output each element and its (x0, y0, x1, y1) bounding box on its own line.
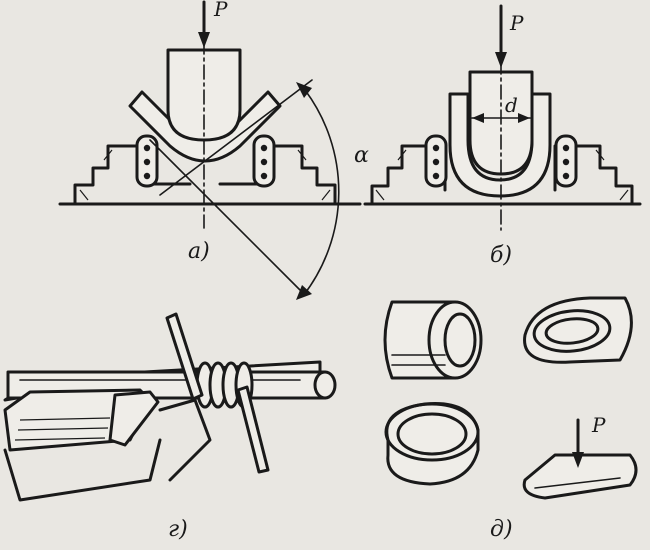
wire-lower-end (236, 385, 270, 474)
caption-a: а) (188, 239, 210, 264)
diameter-arrow-right (518, 113, 530, 123)
caption-d: д) (490, 517, 513, 542)
roller-left-b (424, 134, 448, 188)
diameter-label: d (505, 93, 518, 117)
ring-front (384, 402, 480, 486)
flat-plate (522, 453, 638, 500)
force-label-d: P (591, 413, 606, 437)
roller-right-b (554, 134, 578, 188)
figure-g-wire-winding: г) (3, 312, 337, 542)
angle-ray-upper (159, 79, 313, 196)
ring-sleeve (383, 300, 483, 380)
wire-upper-end (165, 312, 204, 401)
force-arrowhead-a (198, 32, 210, 48)
die-right-a (218, 144, 337, 206)
angle-arrowhead-bottom (296, 285, 312, 300)
figure-b-u-bending: P d б) (363, 4, 642, 268)
angle-label: α (354, 143, 369, 168)
vise-jaw-face (108, 390, 160, 447)
force-label-b: P (509, 11, 524, 35)
angle-arrowhead-top (296, 82, 312, 98)
roller-left-a (135, 134, 159, 188)
die-left-a (73, 144, 192, 206)
oval-ring (523, 296, 633, 364)
force-arrowhead-d (572, 452, 584, 468)
caption-b: б) (490, 243, 512, 268)
angle-arc (302, 89, 340, 297)
force-arrowhead-b (495, 52, 507, 68)
figure-d-shapes: P д) (383, 296, 638, 542)
vise-body (3, 438, 162, 502)
die-hatch-b (375, 149, 629, 201)
diameter-arrow-left (472, 113, 484, 123)
force-label-a: P (213, 0, 228, 21)
vise-hatch (14, 417, 111, 441)
figure-a-v-bending: P α а) (58, 0, 369, 300)
angle-ray-lower (149, 139, 301, 291)
bent-strip-b (448, 92, 552, 198)
mandrel-end (313, 370, 337, 400)
vise-right-body (158, 398, 212, 482)
roller-right-a (252, 134, 276, 188)
die-hatch-a (79, 149, 331, 201)
caption-g: г) (168, 517, 188, 542)
